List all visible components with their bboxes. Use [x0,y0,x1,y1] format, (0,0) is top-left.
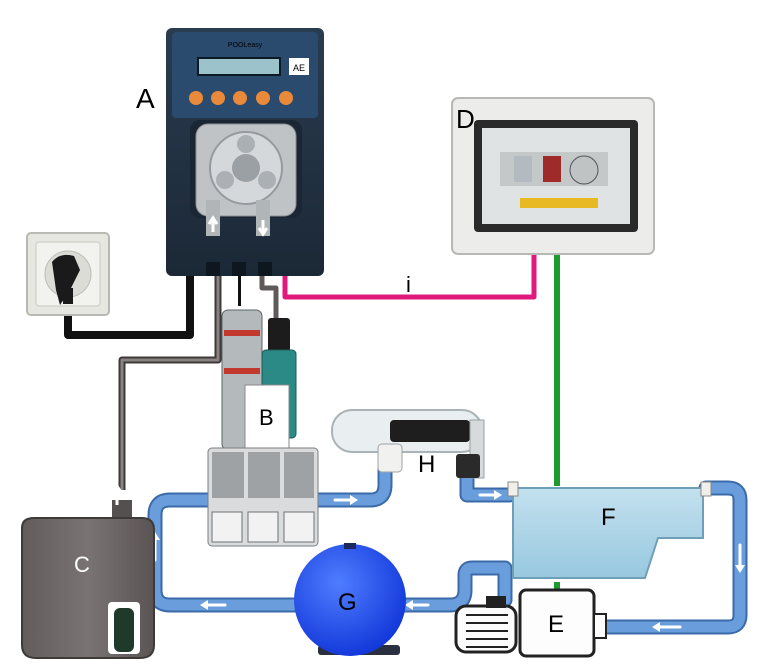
control-panel [451,97,655,255]
suction-tube [118,240,222,490]
power-cable [64,270,194,339]
suction-tube-inner [120,240,220,490]
power-socket-icon [26,232,110,316]
label-b: B [259,405,274,430]
label-e: E [548,611,564,638]
dosing-pump: POOLeasy AE [166,28,324,306]
label-i: i [406,272,411,297]
keypad-button-icon[interactable] [189,91,293,105]
lcd-display [197,57,281,76]
brand-logo-text: AE [293,63,305,73]
label-c: C [74,552,90,577]
flow-arrow-icon [110,483,124,505]
signal-cable [282,255,537,300]
label-h: H [418,451,435,478]
probe-holder [207,309,319,547]
sand-filter [294,543,406,656]
pool [507,481,712,579]
label-d: D [456,104,475,134]
label-g: G [338,589,357,616]
chemical-tank [21,483,155,659]
chlorinator [331,409,485,479]
brand-label: POOLeasy [228,42,263,49]
brand-logo [289,58,309,75]
label-a: A [136,83,155,114]
label-f: F [601,504,616,531]
circulation-pump [454,588,607,658]
